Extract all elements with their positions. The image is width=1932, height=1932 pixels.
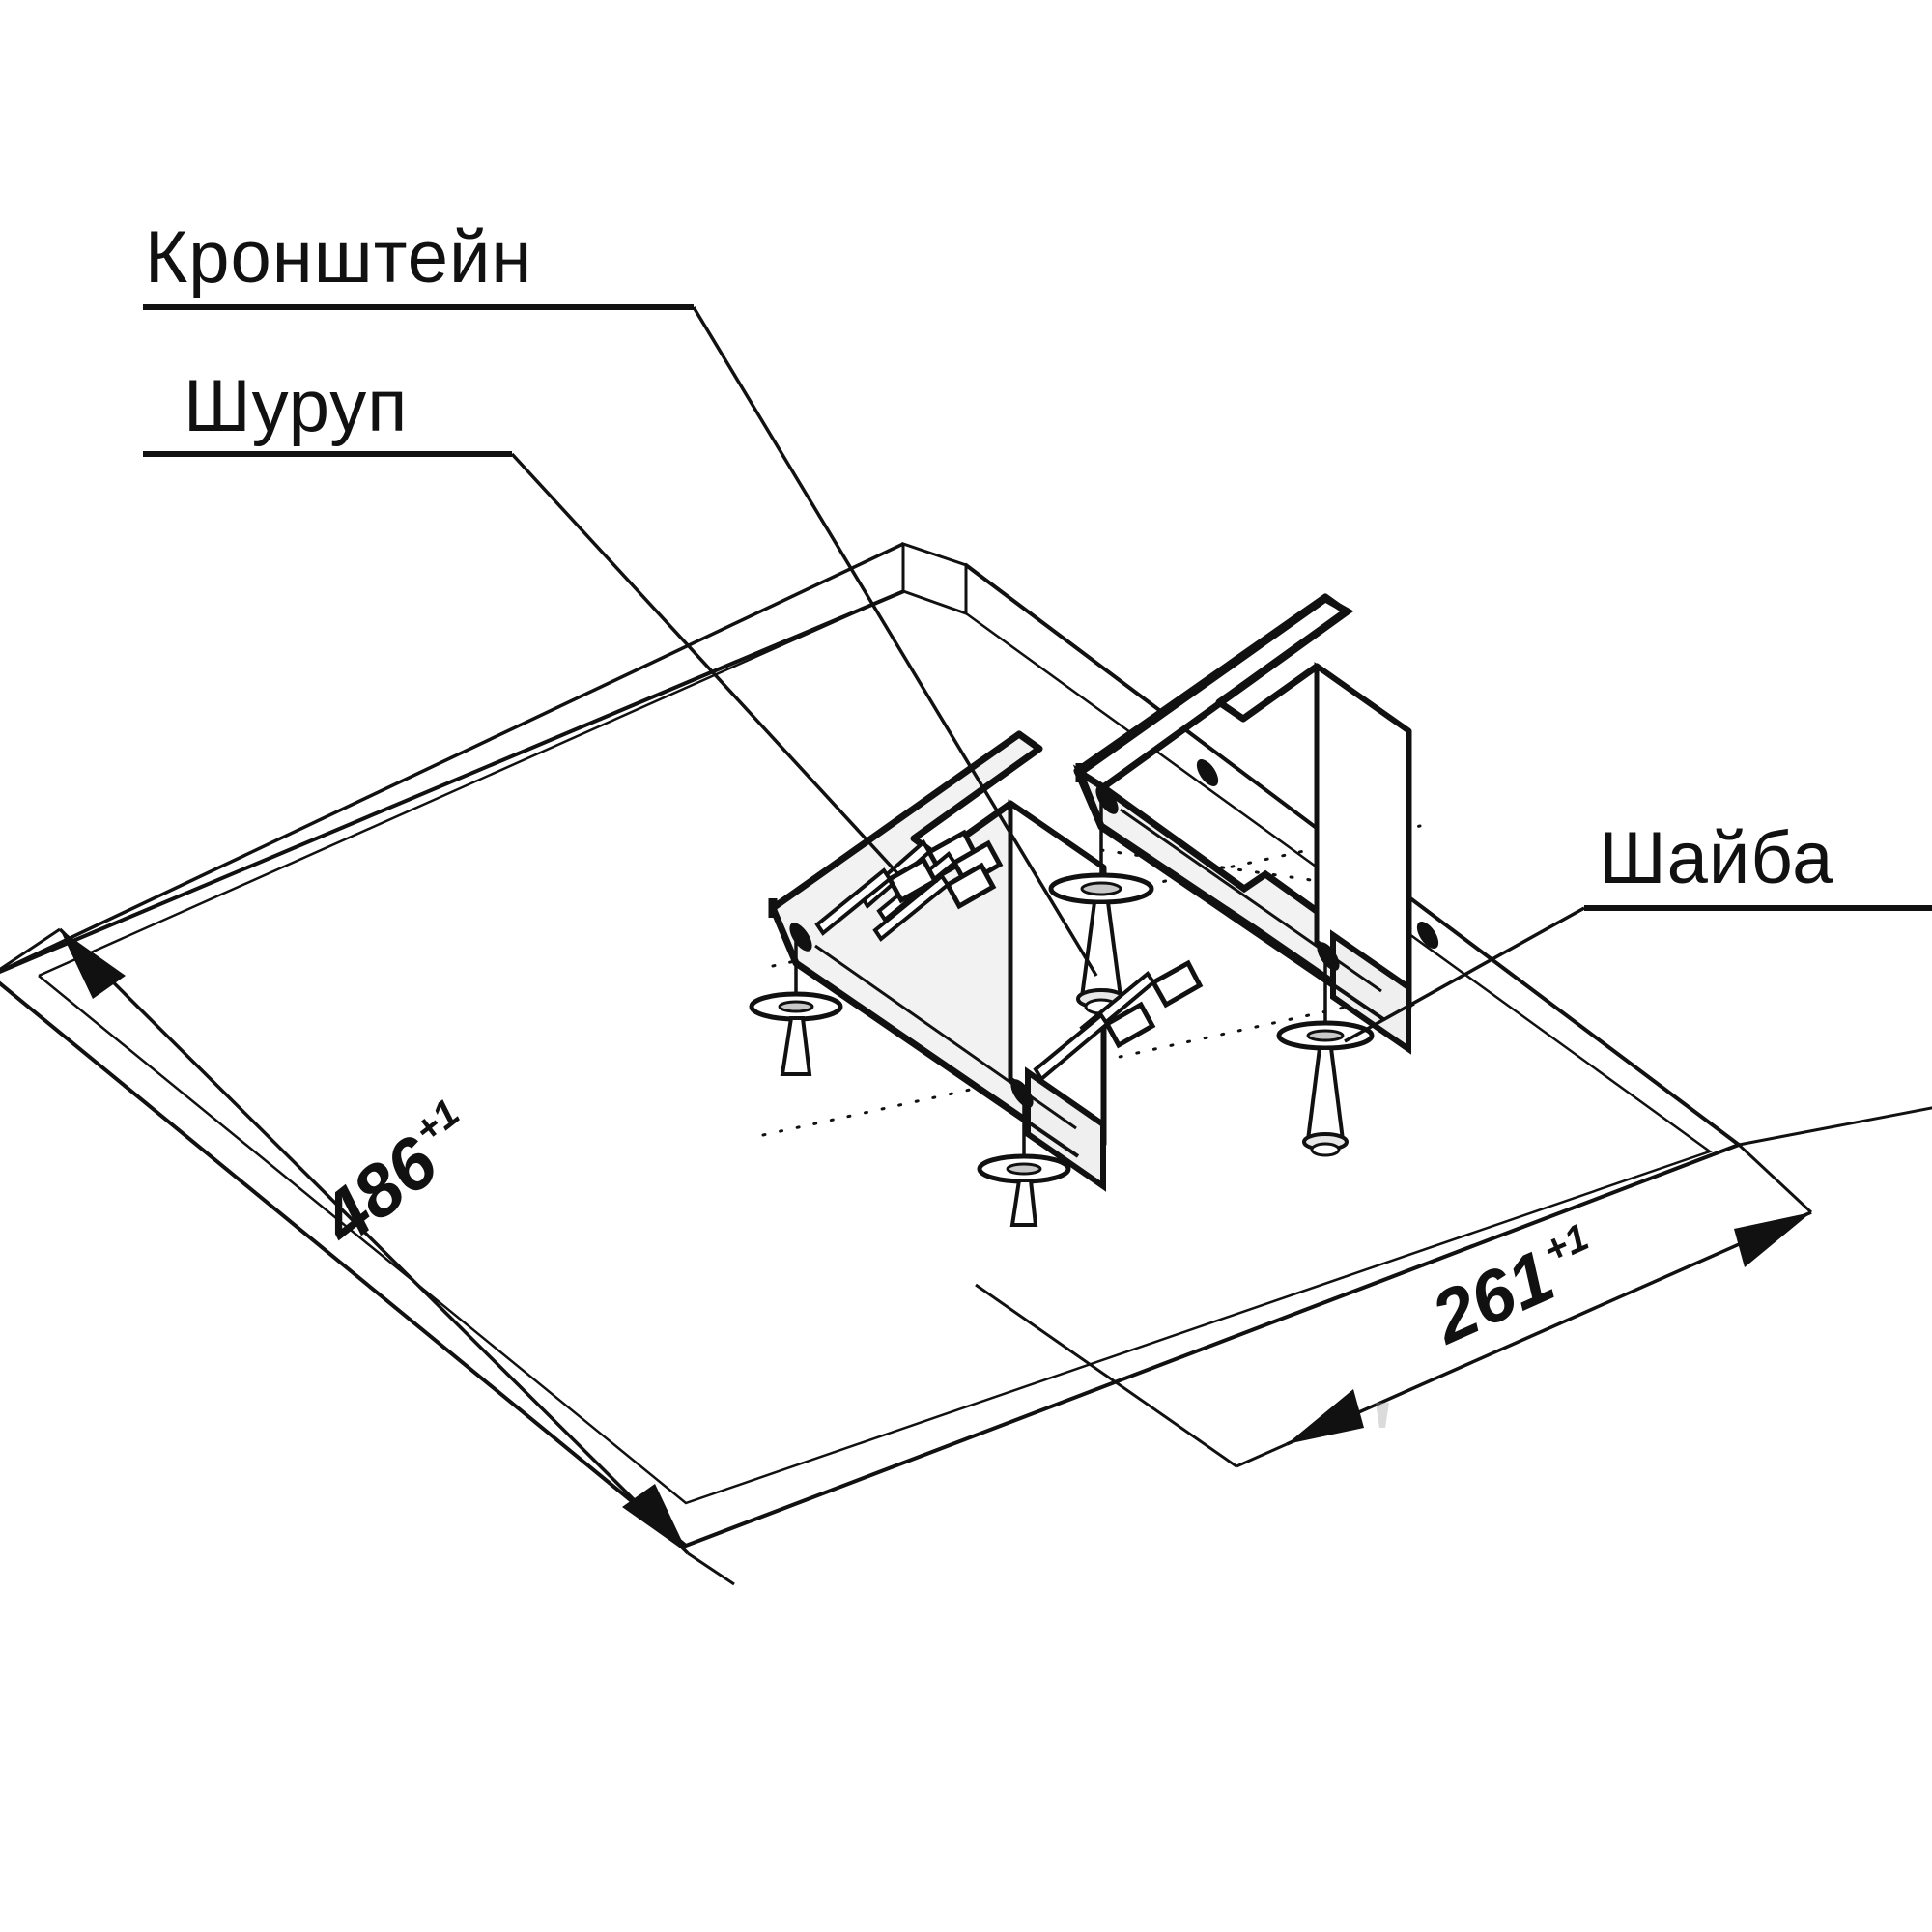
washer — [1276, 1020, 1375, 1051]
callout-washer: Шайба — [1344, 817, 1932, 1043]
callout-leader-washer — [1344, 906, 1585, 1043]
screw — [780, 1016, 812, 1076]
callout-leader-screw — [510, 452, 900, 876]
screw-loose-4 — [1033, 1001, 1156, 1083]
callout-label-washer: Шайба — [1599, 817, 1833, 899]
dim-arrow-start — [1734, 1212, 1811, 1267]
screw — [1009, 1179, 1038, 1227]
washer — [977, 1153, 1071, 1184]
callout-bracket: Кронштейн — [143, 216, 1098, 977]
dim-arrow-end — [622, 1484, 688, 1553]
callout-screw: Шуруп — [143, 365, 900, 876]
screw-assembly-installed-2 — [1276, 952, 1375, 1157]
callout-leader-bracket — [692, 306, 1098, 977]
screw-loose-5 — [872, 862, 997, 942]
screw-assembly-installed-3 — [749, 927, 843, 1076]
bracket-hole — [1010, 1079, 1034, 1108]
screw — [1302, 1046, 1349, 1157]
callout-label-screw: Шуруп — [184, 365, 408, 447]
screw-loose-6 — [814, 856, 939, 936]
washer — [1048, 872, 1154, 905]
dim-arrow-start — [60, 929, 126, 999]
callout-label-bracket: Кронштейн — [145, 216, 532, 298]
washer — [749, 991, 843, 1022]
panel-hole-2 — [1416, 922, 1439, 949]
panel-hole-1 — [1196, 759, 1219, 786]
screw-assembly-installed-4 — [977, 1090, 1071, 1227]
dim-arrow-end — [1287, 1389, 1364, 1444]
dimension-tolerance-width: +1 — [1537, 1216, 1595, 1273]
bracket-hole — [1317, 942, 1340, 971]
dimension-tick-marker — [1376, 1403, 1389, 1428]
